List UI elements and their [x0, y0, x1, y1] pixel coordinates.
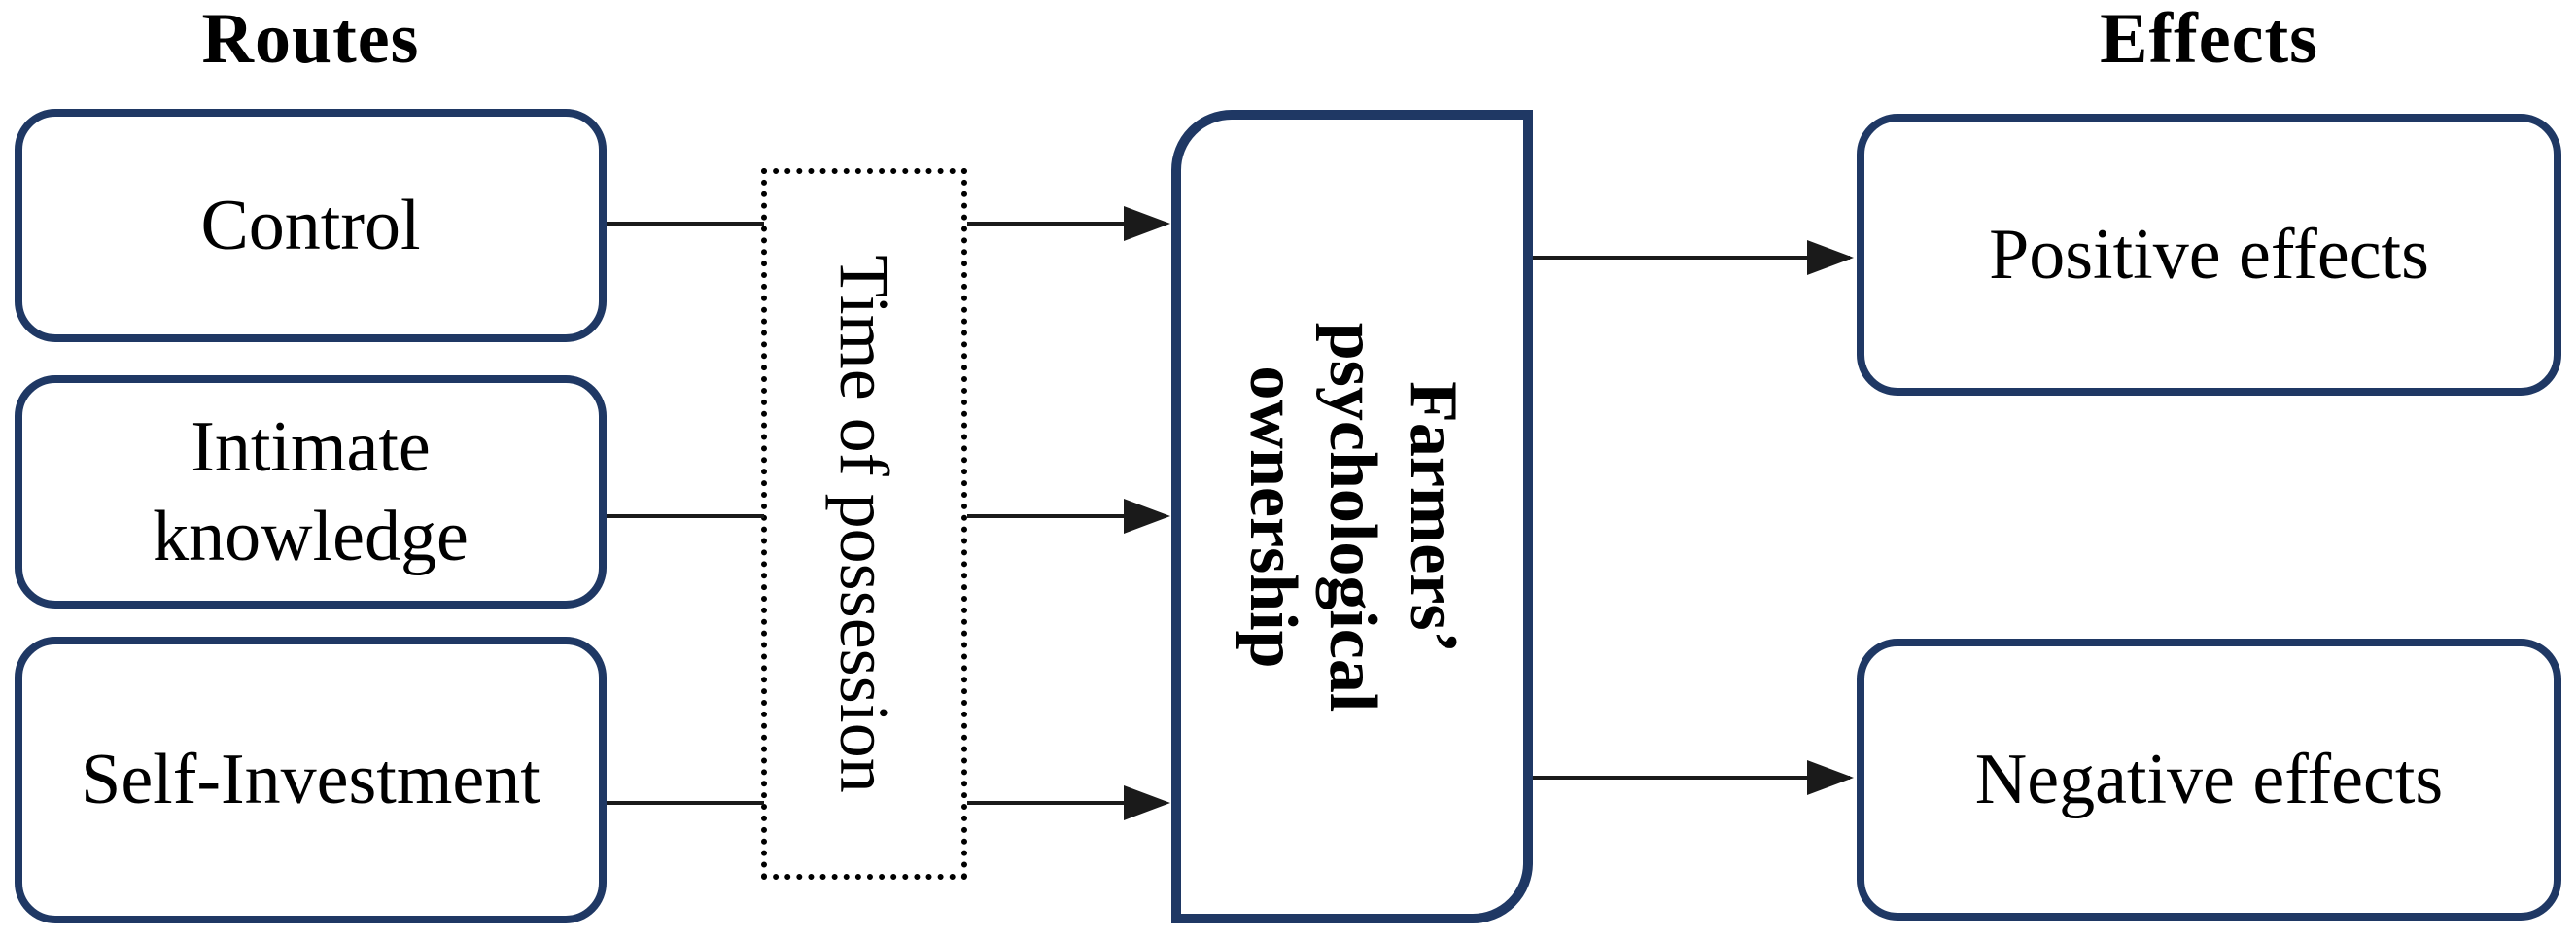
route-box-self-investment-label: Self-Investment — [81, 740, 540, 820]
effect-box-positive: Positive effects — [1857, 114, 2561, 396]
route-box-intimate-knowledge-label: Intimate knowledge — [153, 406, 469, 577]
route-box-control-label: Control — [200, 185, 421, 265]
route-box-intimate-knowledge: Intimate knowledge — [15, 375, 607, 609]
mediator-box-time-of-possession: Time of possession — [761, 168, 967, 880]
effect-box-negative: Negative effects — [1857, 639, 2561, 921]
effects-header: Effects — [2100, 0, 2318, 79]
effect-box-negative-label: Negative effects — [1974, 739, 2444, 819]
routes-header: Routes — [201, 0, 420, 79]
route-box-control: Control — [15, 109, 607, 342]
core-box-farmers-psychological-ownership: Farmers’ psychological ownership — [1171, 110, 1533, 923]
route-box-self-investment: Self-Investment — [15, 637, 607, 923]
mediator-box-label: Time of possession — [825, 255, 903, 793]
effect-box-positive-label: Positive effects — [1989, 214, 2429, 295]
core-box-label: Farmers’ psychological ownership — [1235, 322, 1471, 712]
